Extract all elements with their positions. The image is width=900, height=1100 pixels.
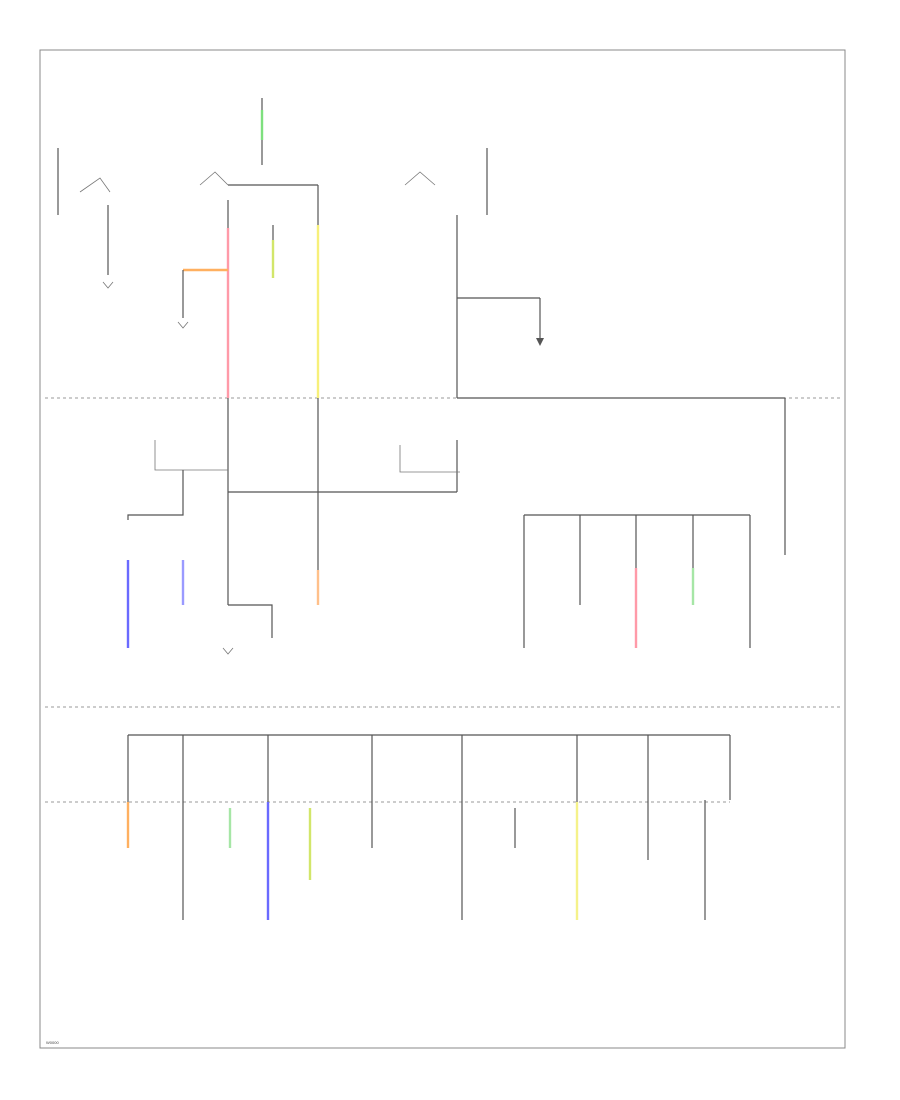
footer-code: W0000: [46, 1040, 59, 1045]
left-fuse-bus: [127, 470, 184, 520]
left-relay-switch: [79, 177, 111, 193]
ground-icon: [177, 321, 189, 329]
center-relay-switch: [199, 171, 229, 186]
arrow-icon: [536, 338, 544, 346]
ground-icon: [222, 647, 234, 655]
middle-split-branch: [228, 604, 273, 638]
right-relay-switch: [404, 171, 436, 186]
middle-left-relay: [154, 440, 228, 471]
diagram-frame: [39, 49, 846, 1049]
middle-right-relay: [399, 445, 460, 473]
ground-icon: [102, 281, 114, 289]
